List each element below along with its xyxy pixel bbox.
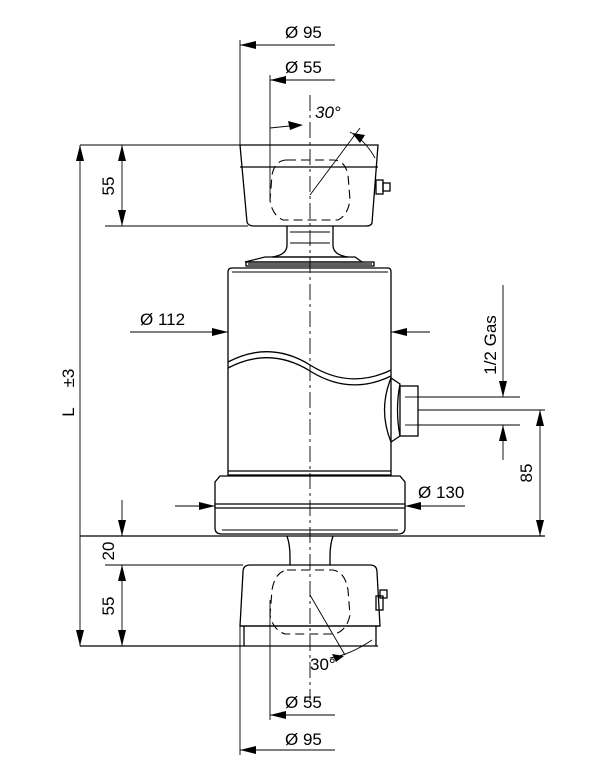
top-ball-inner-diameter-label: Ø 55 bbox=[285, 58, 322, 77]
cylinder-body bbox=[227, 256, 392, 476]
collar bbox=[214, 475, 406, 535]
length-tolerance-label: ±3 bbox=[59, 369, 78, 388]
port-thread-label: 1/2 Gas bbox=[481, 315, 500, 375]
neck-height-label: 20 bbox=[99, 542, 118, 561]
bottom-clevis-height-label: 55 bbox=[99, 597, 118, 616]
port-height-label: 85 bbox=[517, 464, 536, 483]
grease-nipple-icon bbox=[375, 179, 391, 195]
bottom-swivel-angle-label: 30° bbox=[310, 655, 336, 674]
bottom-ball-outer-diameter-label: Ø 95 bbox=[285, 730, 322, 749]
top-ball-outer-diameter-label: Ø 95 bbox=[285, 23, 322, 42]
top-clevis-height-label: 55 bbox=[99, 177, 118, 196]
overall-length-label: L bbox=[59, 407, 78, 416]
port-fitting bbox=[383, 377, 420, 443]
collar-diameter-label: Ø 130 bbox=[418, 483, 464, 502]
top-clevis bbox=[239, 144, 391, 258]
dimensions bbox=[76, 40, 545, 755]
body-diameter-label: Ø 112 bbox=[140, 310, 185, 329]
grease-nipple-icon bbox=[375, 589, 388, 611]
bottom-ball-inner-diameter-label: Ø 55 bbox=[285, 693, 322, 712]
bottom-clevis bbox=[80, 535, 388, 647]
top-swivel-angle-label: 30° bbox=[315, 103, 341, 122]
